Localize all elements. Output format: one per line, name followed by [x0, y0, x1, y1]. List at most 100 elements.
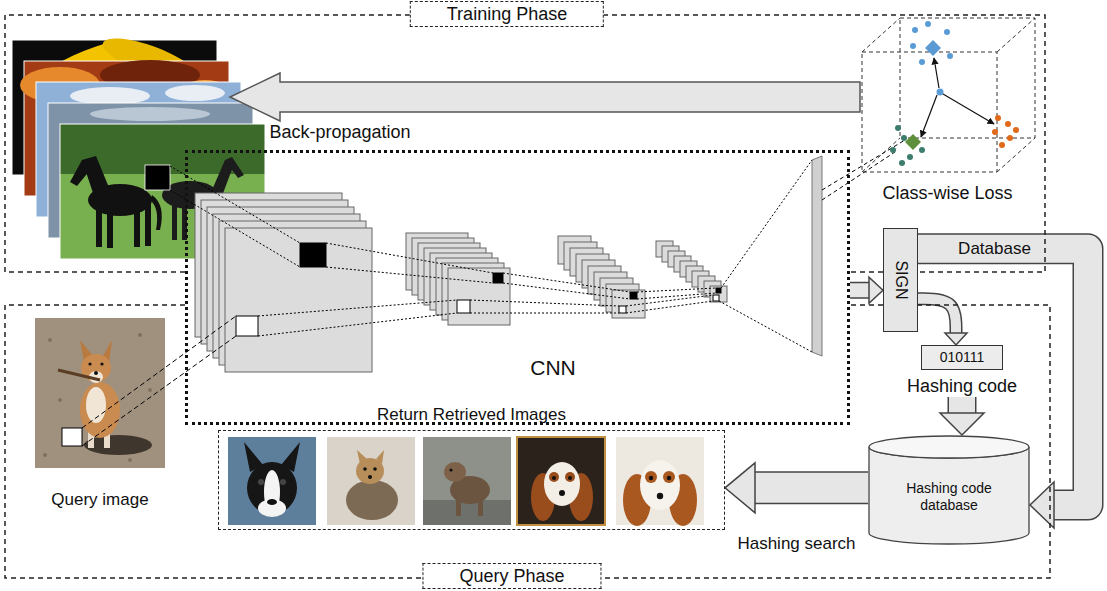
embedding-cube: [944, 29, 950, 35]
cylinder-body: [869, 447, 1029, 544]
edge-label: Database: [955, 239, 1034, 259]
cavalier: [657, 493, 663, 499]
cnn-layers: [448, 268, 510, 325]
boston-terrier: [258, 499, 286, 517]
projection-lines: [258, 300, 457, 316]
receptive-fields: [236, 243, 721, 336]
arrow-head: [945, 333, 967, 345]
horse-photo: [96, 205, 102, 247]
sign-box: SIGN: [883, 228, 918, 332]
receptive-fields: [457, 300, 470, 313]
region-border: [5, 305, 1050, 578]
block-arrow: [850, 277, 883, 303]
cavalier: [552, 476, 556, 480]
store-label: Hashing code database: [884, 480, 1014, 514]
projection-lines: [82, 316, 236, 428]
cavalier: [663, 471, 675, 483]
terrier: [423, 437, 511, 525]
projection-lines: [637, 288, 716, 292]
receptive-fields: [236, 316, 258, 336]
cnn-layers: [195, 156, 822, 372]
projection-lines: [503, 273, 630, 292]
query-photo: [94, 371, 98, 375]
projection-lines: [470, 313, 619, 314]
embedding-cube: [895, 125, 901, 131]
query-photo: [80, 382, 120, 438]
projection-lines: [170, 166, 300, 243]
projection-lines: [258, 313, 457, 336]
embedding-cube: [1007, 135, 1013, 141]
projection-lines: [626, 295, 713, 306]
cnn-layers: [225, 228, 372, 372]
yorkie: [327, 437, 415, 525]
sky-photo: [70, 87, 150, 105]
embedding-cube: [912, 27, 918, 33]
embedding-cube: [934, 58, 939, 88]
cavalier: [667, 476, 671, 480]
hash-code: 010111Hashing code: [907, 345, 1017, 397]
yorkie: [363, 467, 367, 471]
projection-lines: [719, 301, 812, 352]
arrow-body: [918, 299, 956, 333]
cnn-layers: [612, 290, 645, 318]
panel-heading: Return Retrieved Images: [218, 405, 725, 425]
arrow-head: [869, 277, 883, 303]
cavalier: [616, 437, 704, 525]
caption: Query image: [51, 490, 148, 510]
arrow-body: [949, 397, 975, 413]
boston-terrier: [258, 479, 264, 485]
database-cylinder: Hashing code database: [868, 435, 1030, 545]
embedding-cube: [905, 134, 921, 150]
loss-space: Class-wise Loss: [860, 18, 1035, 204]
projection-lines: [721, 160, 812, 288]
phase-region: Query PhaseQuery image010111Hashing code…: [5, 305, 1050, 578]
flower-photo: [98, 30, 202, 91]
yorkie: [373, 467, 377, 471]
arrow-head: [940, 413, 984, 435]
projection-lines: [326, 243, 493, 273]
query-photo: [58, 370, 100, 380]
query-photo: [128, 458, 132, 462]
photo-frame: [35, 318, 165, 468]
operator-label: SIGN: [892, 260, 910, 299]
edge-label: Hashing search: [734, 534, 858, 554]
terrier: [456, 498, 461, 516]
embedding-cube: [862, 18, 1035, 172]
cnn-box: CNN: [185, 150, 850, 425]
embedding-cube: [862, 138, 900, 172]
embedding-cube: [862, 18, 1035, 172]
block-arrow: [918, 299, 967, 345]
embedding-cube: [999, 142, 1005, 148]
result-panel: Return Retrieved Images: [218, 405, 725, 530]
panel-border: [218, 430, 725, 530]
terrier: [444, 462, 466, 482]
horse-photo: [172, 202, 177, 240]
embedding-cube: [937, 89, 944, 96]
boston-terrier: [267, 499, 277, 505]
projection-lines: [82, 336, 236, 446]
caption: Hashing code: [907, 376, 1017, 397]
yorkie: [368, 475, 372, 479]
boston-terrier: [228, 437, 316, 525]
yorkie: [356, 458, 384, 484]
arrow-body: [850, 283, 869, 297]
projection-lines: [503, 283, 630, 299]
backprop-arrow: [230, 73, 860, 121]
arrow-body: [755, 473, 868, 503]
embedding-cube: [910, 43, 916, 49]
arrow-outline: [850, 282, 869, 299]
horse-photo: [70, 160, 95, 186]
cavalier: [565, 472, 575, 482]
code-box: 010111: [921, 345, 1003, 370]
arrow-outline: [947, 397, 976, 413]
embedding-cube: [901, 135, 907, 141]
embedding-cube: [995, 115, 1001, 121]
phase-heading: Training Phase: [410, 1, 604, 27]
yorkie: [327, 437, 415, 525]
arrow-outline: [755, 471, 868, 504]
projection-lines: [637, 293, 716, 299]
embedding-cube: [997, 18, 1035, 52]
query-photo: [84, 435, 152, 455]
query-photo: [48, 338, 52, 342]
